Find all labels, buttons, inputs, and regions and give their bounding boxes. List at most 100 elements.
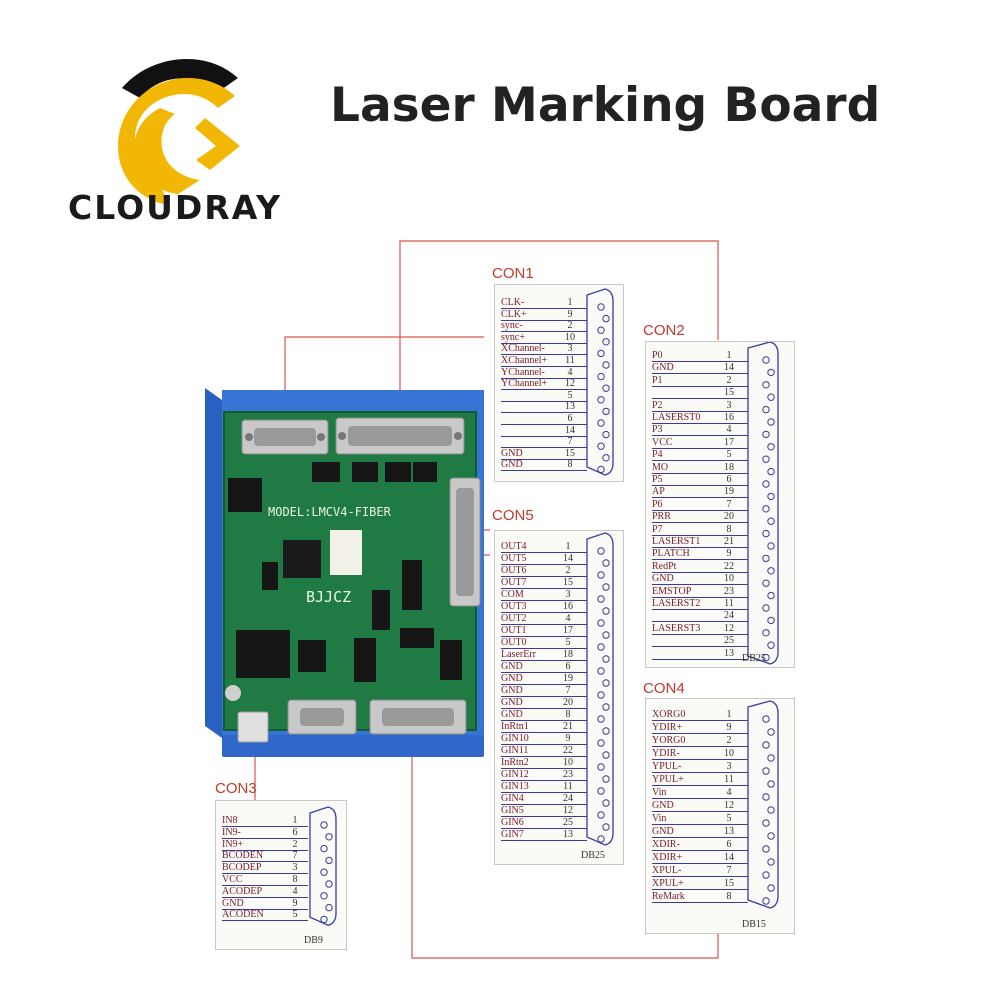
- con5-pin-number: 1: [565, 541, 571, 552]
- con2-pin-signal: VCC: [652, 436, 673, 448]
- con1-pin-row: 6: [501, 413, 607, 425]
- con1-pin-number: 3: [567, 343, 573, 355]
- con5-pin-row: InRtn1 21: [501, 721, 607, 733]
- con4-pin-signal: GND: [652, 826, 674, 837]
- con5-pin-hole: [602, 631, 610, 639]
- con3-pin-number: 9: [292, 897, 298, 909]
- con2-pin-hole: [767, 517, 775, 525]
- con2-pin-hole: [762, 604, 770, 612]
- con4-pin-hole: [762, 793, 770, 801]
- con4-pin-line: [652, 837, 748, 838]
- con2-pin-signal: P4: [652, 449, 663, 461]
- con4-pin-signal: XPUL+: [652, 878, 684, 889]
- con5-pin-signal: GIN12: [501, 769, 529, 780]
- con2-pin-hole: [767, 591, 775, 600]
- con2-pin-hole: [762, 653, 770, 662]
- con1-pin-line: [501, 470, 587, 472]
- con2-pin-signal: LASERST1: [652, 536, 701, 547]
- con4-pin-number: 4: [726, 787, 732, 798]
- con2-pin-hole: [767, 641, 775, 649]
- con2-pin-hole: [767, 616, 775, 625]
- con1-pin-line: [501, 354, 587, 356]
- con2-pin-signal: P0: [652, 350, 663, 361]
- con5-pin-signal: GIN6: [501, 817, 524, 828]
- con5-pin-hole: [597, 715, 605, 723]
- con2-pin-hole: [767, 393, 775, 401]
- con2-pin-number: 13: [724, 647, 734, 659]
- con5-pin-hole: [597, 787, 605, 795]
- con5-pin-number: 5: [565, 637, 571, 648]
- con5-pin-line: [501, 768, 587, 769]
- con3-pin-line: [222, 908, 308, 910]
- con1-pin-row: 14: [501, 425, 607, 437]
- con1-pin-line: [501, 331, 587, 333]
- con5-pin-number: 17: [563, 625, 573, 636]
- con1-pin-hole: [602, 454, 610, 462]
- con4-pin-signal: YDIR+: [652, 722, 683, 733]
- con5-pin-line: [501, 648, 587, 649]
- con1-pin-signal: sync-: [501, 320, 523, 332]
- con1-pin-number: 15: [565, 447, 575, 459]
- con3-pin-hole: [325, 833, 333, 841]
- con5-pin-number: 21: [563, 721, 573, 732]
- con2-pin-number: 4: [726, 424, 732, 436]
- con5-pin-hole: [597, 667, 605, 675]
- con3-pin-hole: [320, 821, 328, 829]
- con4-pin-line: [652, 902, 748, 903]
- con4-pin-line: [652, 811, 748, 812]
- con4-pin-number: 6: [726, 839, 732, 850]
- con5-shell-icon: [586, 532, 614, 846]
- con1-pin-line: [501, 366, 587, 367]
- con2-pin-number: 11: [724, 598, 734, 609]
- con3-pin-hole: [320, 844, 328, 853]
- con5-pin-number: 15: [563, 577, 573, 588]
- con4-pin-number: 11: [724, 774, 734, 785]
- con1-pin-number: 8: [567, 459, 573, 471]
- con4-pin-line: [652, 798, 748, 799]
- con4-pin-line: [652, 720, 748, 721]
- con5-pin-signal: OUT5: [501, 553, 527, 564]
- con2-pin-signal: LASERST2: [652, 598, 701, 609]
- con4-pin-number: 2: [726, 735, 732, 746]
- con4-pin-number: 1: [726, 709, 732, 720]
- con3-pin-signal: VCC: [222, 874, 243, 885]
- con1-pin-hole: [597, 419, 605, 427]
- con2-pin-line: [652, 447, 748, 449]
- con5-pin-number: 3: [565, 589, 571, 600]
- con3-pin-signal: ACODEP: [222, 885, 263, 897]
- con2-pin-number: 15: [724, 387, 734, 399]
- con3-pin-line: [222, 920, 308, 922]
- con5-pin-line: [501, 780, 587, 781]
- board-maker-label: BJJCZ: [306, 588, 352, 606]
- con4-pin-signal: XDIR+: [652, 852, 683, 863]
- con4-pin-number: 14: [724, 852, 734, 863]
- con4-pin-signal: XORG0: [652, 709, 686, 720]
- con2-pin-hole: [762, 579, 770, 587]
- con5-pin-line: [501, 720, 587, 721]
- con3-pin-row: IN9+2: [222, 839, 328, 851]
- con2-pin-number: 9: [726, 548, 732, 560]
- con3-pin-hole: [320, 915, 328, 924]
- con3-pin-line: [222, 861, 308, 863]
- con5-pin-line: [501, 552, 587, 553]
- con5-pin-signal: InRtn1: [501, 721, 529, 732]
- con2-pin-signal: PLATCH: [652, 548, 690, 560]
- con5-pin-signal: OUT7: [501, 577, 527, 588]
- con1-pin-hole: [602, 314, 610, 323]
- con4-pin-signal: YPUL-: [652, 761, 682, 772]
- con1-pin-line: [501, 458, 587, 460]
- con1-pin-line: [501, 308, 587, 309]
